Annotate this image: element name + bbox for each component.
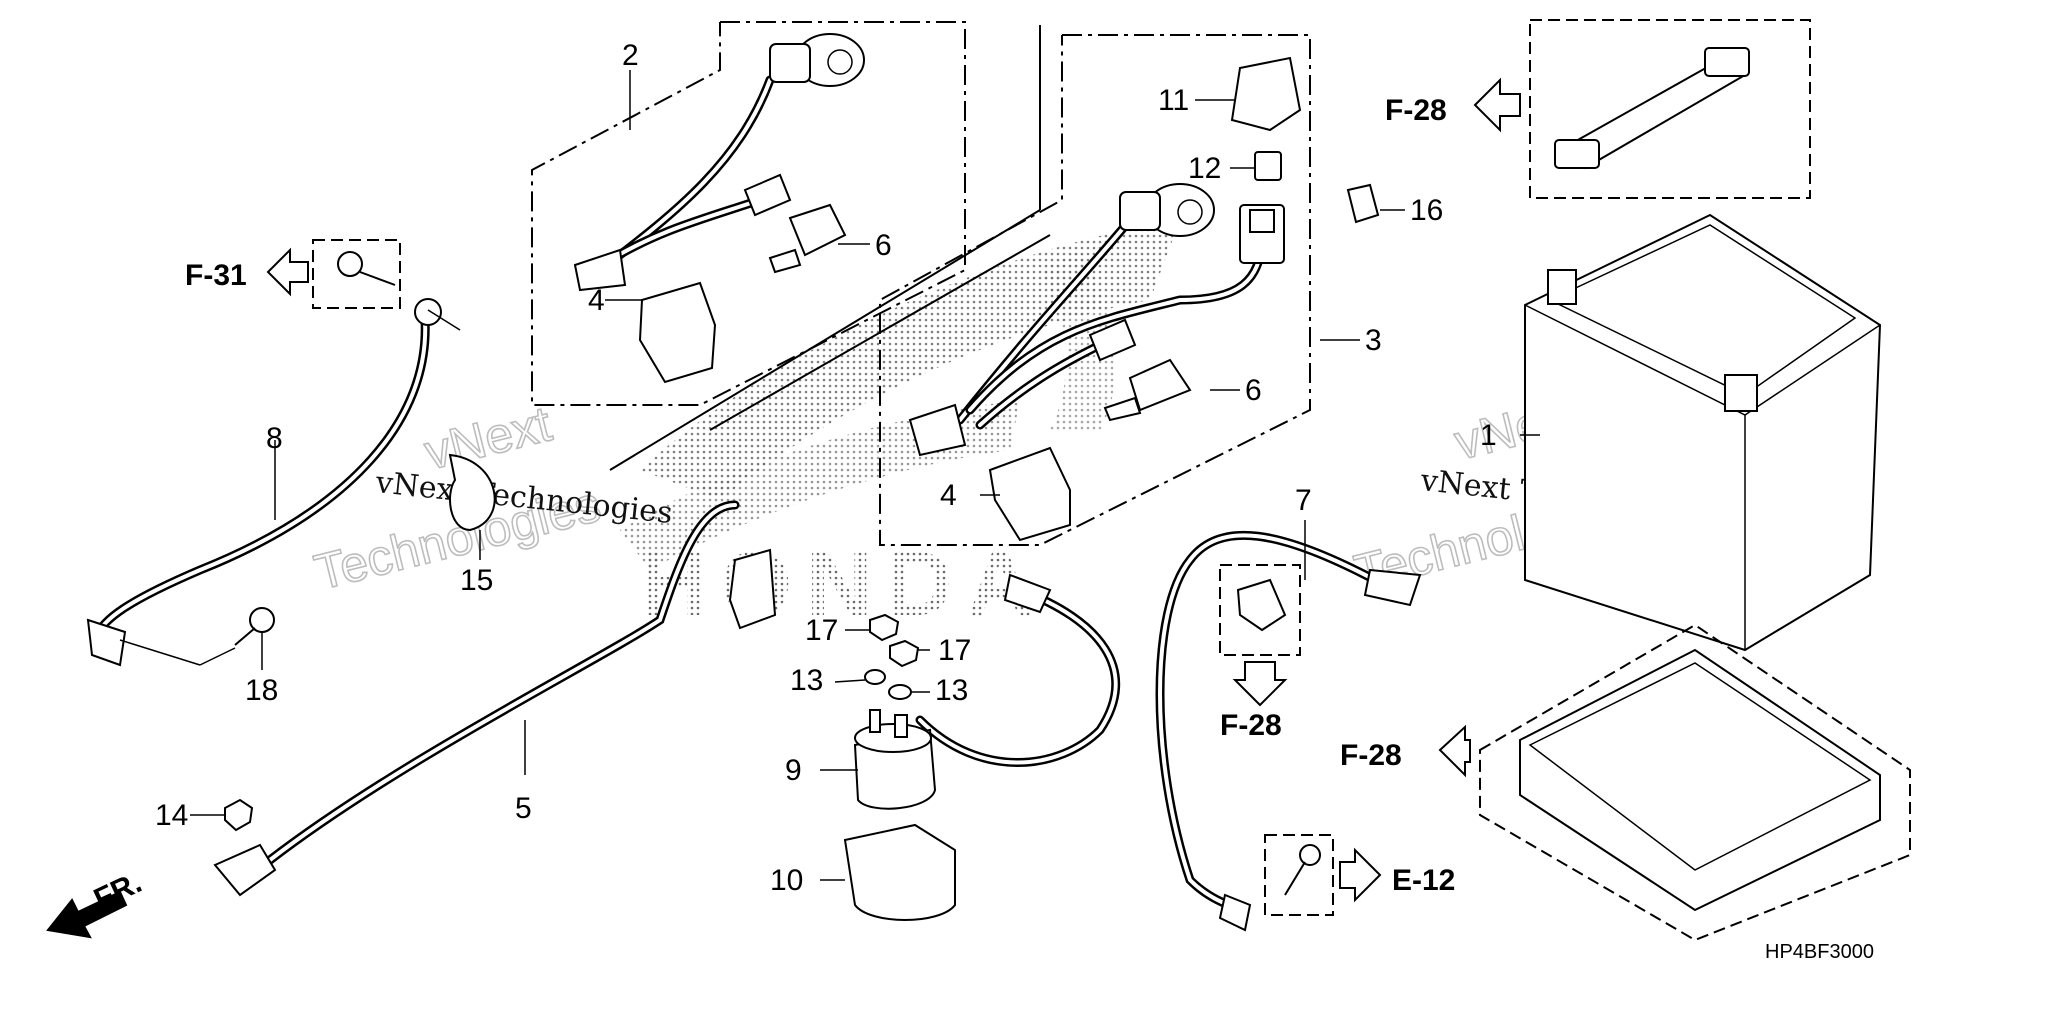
callout-8: 8 [266,422,283,455]
callout-14: 14 [155,799,188,832]
callout-17-left: 17 [805,614,838,647]
part-12-fuse [1254,151,1282,181]
clip-bracket-f28 [1219,564,1301,656]
arrow-e12 [1339,847,1382,903]
part-9-starter-solenoid [853,709,937,810]
honda-wordmark-watermark: HONDA [640,533,1047,635]
ref-f28-top: F-28 [1385,94,1447,127]
callout-15: 15 [460,564,493,597]
harness-assembly-2-box [531,21,966,406]
part-17-nut-b [889,639,920,668]
watermark-outline-vnext: vNext [419,395,557,480]
part-16-clip [1346,183,1380,224]
callout-5: 5 [515,792,532,825]
dotted-logo-watermark: HONDA [620,220,1180,635]
ref-f28-bracket: F-28 [1220,709,1282,742]
part-14-nut [224,798,254,832]
solenoid-cable [915,573,1121,767]
cable-5 [213,500,777,897]
leader-lines [190,70,1540,881]
battery-tray [1479,623,1911,942]
front-arrow-icon [46,890,128,939]
callout-1: 1 [1480,419,1497,452]
callout-9: 9 [785,754,802,787]
callout-13-left: 13 [790,664,823,697]
callout-18: 18 [245,674,278,707]
part-10-cover [843,823,956,921]
callout-10: 10 [770,864,803,897]
arrow-f28-tray [1438,724,1471,778]
callout-4-lower: 4 [940,479,957,512]
part-18-bolt [234,607,275,646]
callout-7: 7 [1295,484,1312,517]
diagram-code: HP4BF3000 [1765,941,1874,963]
ref-f31: F-31 [185,259,247,292]
harness-assembly-3-box [879,34,1311,546]
sub-harness-2 [573,33,865,384]
ref-f28-tray: F-28 [1340,739,1402,772]
callout-6-upper: 6 [875,229,892,262]
callout-4-upper: 4 [588,284,605,317]
part-1-battery [1524,213,1882,652]
bolt-top-left [312,239,401,309]
bolt-e12 [1264,834,1334,916]
callout-16: 16 [1410,194,1443,227]
callout-17-right: 17 [938,634,971,667]
arrow-f28-top [1473,77,1521,133]
callout-6-lower: 6 [1245,374,1262,407]
callout-11: 11 [1158,84,1189,117]
cable-8 [86,298,461,667]
cable-7 [1155,530,1422,932]
divider-diagonal [609,209,1041,471]
callout-13-right: 13 [935,674,968,707]
callout-12: 12 [1188,152,1221,185]
part-11-relay [1230,56,1302,132]
part-13-washer-a [864,669,886,685]
part-17-nut-a [869,613,900,642]
part-15-band [448,453,496,532]
arrow-f31 [266,247,309,297]
callout-2: 2 [622,39,639,72]
callout-3: 3 [1365,324,1382,357]
ref-e12: E-12 [1392,864,1455,897]
part-13-washer-b [888,684,912,700]
battery-band [1529,19,1811,199]
arrow-f28-bracket [1232,661,1288,707]
sub-harness-3 [908,183,1285,542]
